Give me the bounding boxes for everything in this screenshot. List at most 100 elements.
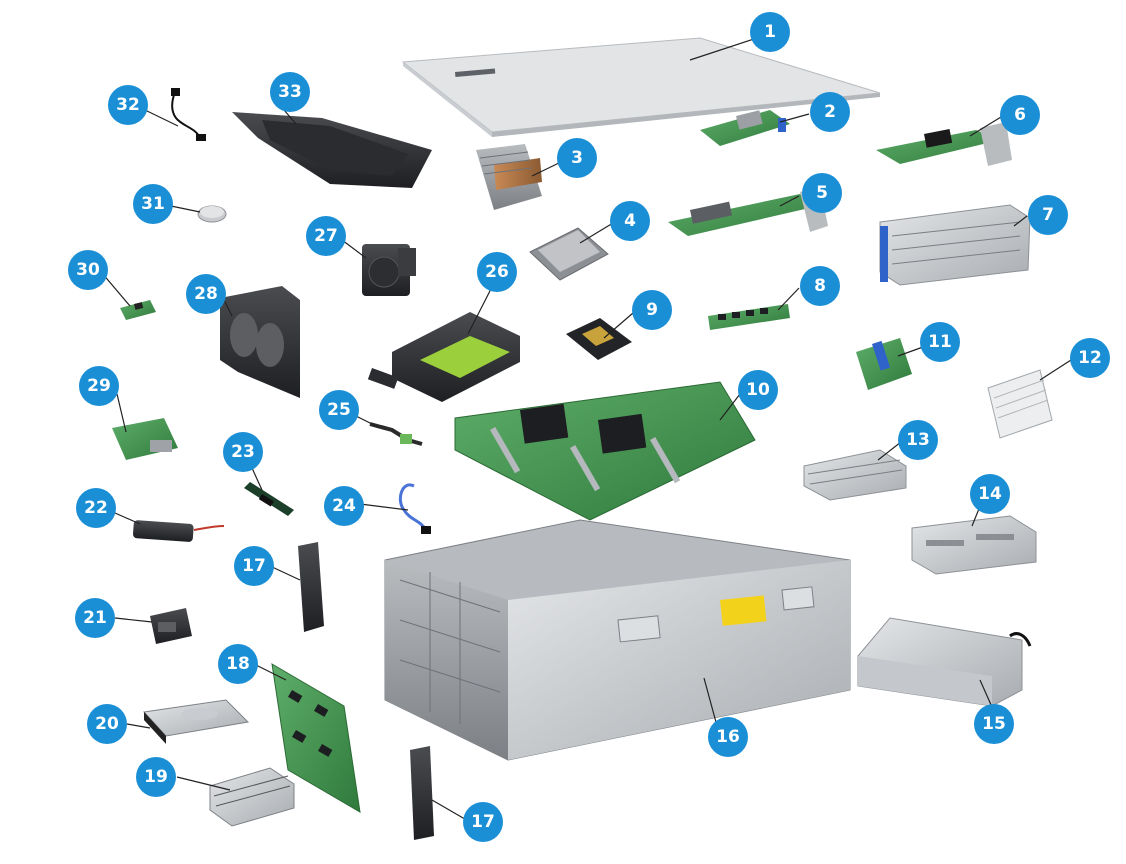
ocp-network-card-part [700,110,790,146]
intrusion-switch-part [171,88,206,141]
rack-ear-right-part [410,746,434,840]
rear-drive-module-part [911,515,1037,575]
chassis-part [384,519,851,761]
svg-text:7: 7 [1042,205,1054,225]
svg-text:33: 33 [278,82,302,102]
cpu-heatsink-part [476,144,542,210]
svg-text:13: 13 [906,430,930,450]
callout-14: 14 [970,474,1010,514]
svg-text:11: 11 [928,332,952,352]
leader-17a [269,565,301,581]
svg-text:17: 17 [242,556,266,576]
callout-15: 15 [974,704,1014,744]
svg-text:16: 16 [716,727,740,747]
supercapacitor-part [133,520,225,542]
leader-25 [355,415,381,429]
leader-22 [114,512,141,525]
callout-8: 8 [800,266,840,306]
rack-ear-left-part [298,542,324,632]
leader-7 [1013,215,1028,227]
svg-text:26: 26 [485,262,509,282]
svg-text:14: 14 [978,484,1002,504]
leader-6 [969,116,1002,137]
leader-5 [779,195,800,207]
leader-33 [283,109,297,125]
callout-32: 32 [108,85,148,125]
leader-32 [144,109,179,127]
leader-20 [126,723,151,729]
pcie-network-card-part [876,122,1012,166]
callout-28: 28 [186,274,226,314]
callout-30: 30 [68,250,108,290]
callout-11: 11 [920,322,960,362]
svg-text:25: 25 [327,400,351,420]
callout-22: 22 [76,488,116,528]
leader-28 [223,299,233,317]
leader-26 [467,282,495,335]
leader-12 [1039,359,1072,381]
leader-8 [777,287,800,311]
callout-29: 29 [79,366,119,406]
svg-text:31: 31 [141,194,165,214]
air-duct-part [232,112,432,188]
svg-text:15: 15 [982,714,1006,734]
svg-text:20: 20 [95,714,119,734]
cpu-carrier-part [566,318,632,360]
svg-text:5: 5 [816,183,828,203]
leader-27 [341,239,367,259]
callout-3: 3 [557,138,597,178]
callout-10: 10 [738,370,778,410]
io-board-part [112,418,178,460]
svg-text:27: 27 [314,226,338,246]
svg-text:32: 32 [116,95,140,115]
callout-21: 21 [75,598,115,638]
hard-drive-part [142,699,250,744]
leader-3 [531,161,562,177]
leader-29 [116,393,127,433]
fan-module-part [362,244,416,296]
callout-16: 16 [708,717,748,757]
callout-27: 27 [306,216,346,256]
callout-31: 31 [133,184,173,224]
callout-19: 19 [136,757,176,797]
callout-2: 2 [810,92,850,132]
callout-25: 25 [319,390,359,430]
leader-30 [101,272,131,307]
processor-part [529,227,609,281]
m2-ssd-part [244,482,294,516]
callout-23: 23 [223,432,263,472]
svg-text:6: 6 [1014,105,1026,125]
svg-text:30: 30 [76,260,100,280]
callout-33: 33 [270,72,310,112]
callout-7: 7 [1028,195,1068,235]
callout-12: 12 [1070,338,1110,378]
top-cover-part [401,37,881,137]
leader-4 [579,222,614,244]
svg-text:10: 10 [746,380,770,400]
tpm-module-part [120,300,156,320]
svg-text:8: 8 [814,276,826,296]
svg-text:3: 3 [571,148,583,168]
cmos-battery-part [197,205,227,223]
rear-drive-cage-part [803,449,907,501]
supercap-holder-part [150,608,192,644]
fan-cage-part [220,286,300,398]
svg-text:24: 24 [332,496,356,516]
svg-text:29: 29 [87,376,111,396]
callout-13: 13 [898,420,938,460]
riser-bracket-part [987,369,1053,439]
svg-text:19: 19 [144,767,168,787]
svg-text:9: 9 [646,300,658,320]
leader-11 [897,346,924,357]
riser-board-part [856,338,912,390]
svg-text:18: 18 [226,654,250,674]
motherboard-part [454,381,756,521]
leader-2 [779,113,810,123]
svg-text:21: 21 [83,608,107,628]
leader-13 [877,441,902,461]
callouts: 1 2 3 4 5 6 7 8 9 10 11 12 13 14 15 16 1… [68,12,1110,842]
pcie-riser-part [879,204,1031,286]
leader-9 [603,312,634,339]
leader-24 [359,503,409,511]
